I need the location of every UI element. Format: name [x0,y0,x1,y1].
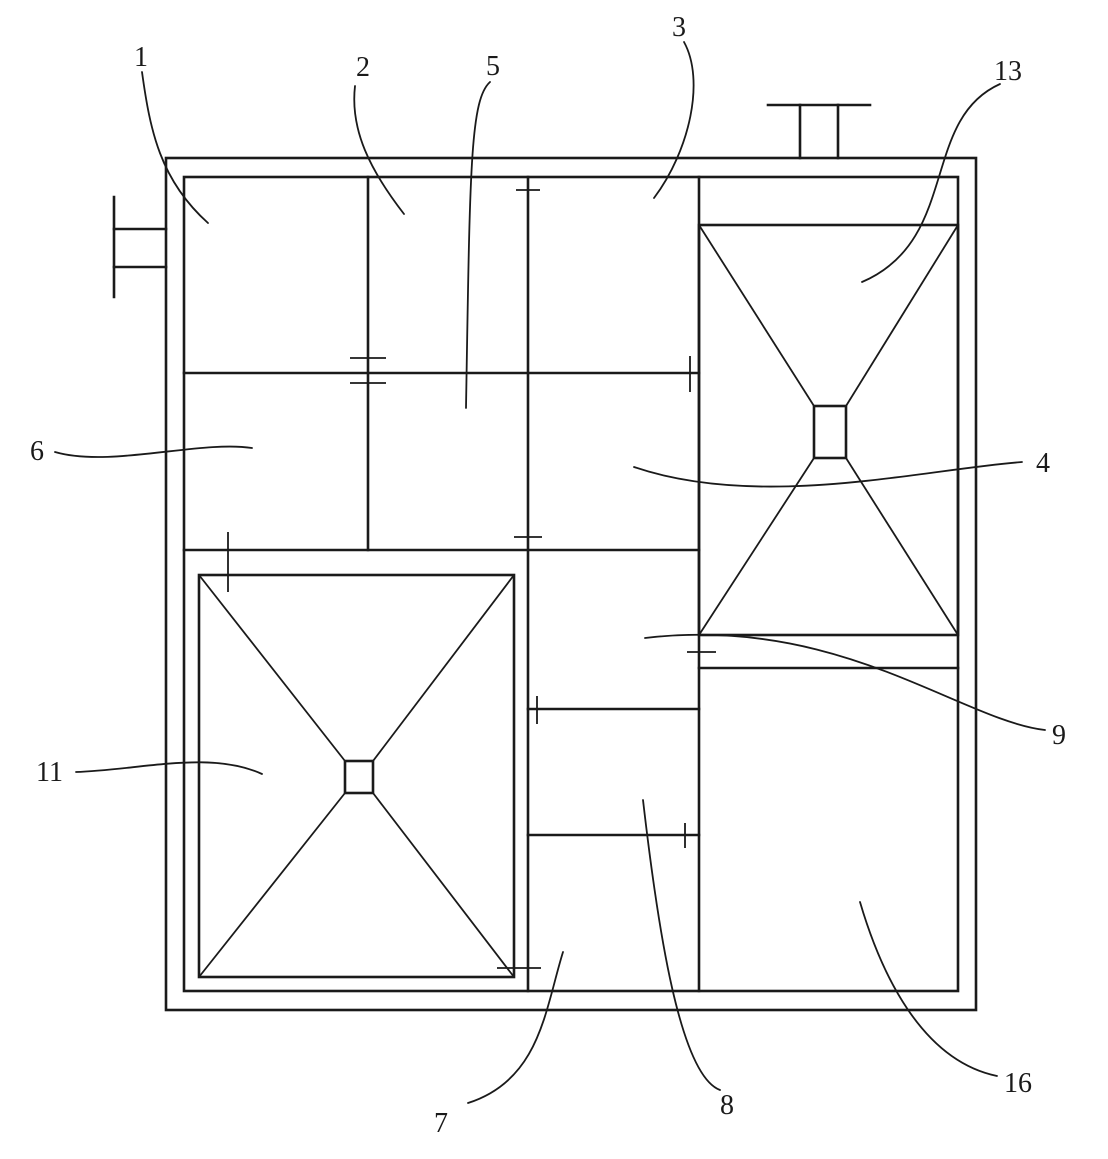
right-filter-unit [697,223,960,637]
label-2: 2 [356,52,370,83]
label-8: 8 [720,1090,734,1121]
openings [227,189,716,969]
label-4: 4 [1036,448,1050,479]
leader-6 [54,445,253,458]
inner-wall [182,175,960,993]
callout-labels: 1 2 5 3 13 6 4 9 11 8 7 16 [30,12,1066,1139]
outlet-pipe [766,103,872,160]
leader-4 [633,461,1023,488]
label-5: 5 [486,51,500,82]
partitions [182,175,960,993]
leader-9 [644,633,1046,731]
leader-11 [75,761,263,775]
label-9: 9 [1052,720,1066,751]
label-7: 7 [434,1108,448,1139]
label-6: 6 [30,436,44,467]
outer-wall [164,156,978,1012]
label-1: 1 [134,42,148,73]
leader-5 [465,81,491,409]
leader-16 [859,901,998,1077]
leader-3 [653,41,695,199]
left-filter-unit [197,573,516,979]
tank-walls [164,156,978,1012]
inlet-pipe [112,195,168,299]
leader-1 [141,71,209,224]
label-13: 13 [994,56,1022,87]
leader-2 [353,85,405,215]
label-3: 3 [672,12,686,43]
label-11: 11 [36,757,63,788]
leader-lines [54,41,1046,1104]
leader-7 [467,951,564,1104]
label-16: 16 [1004,1068,1032,1099]
leader-13 [861,83,1001,283]
leader-8 [642,799,721,1091]
